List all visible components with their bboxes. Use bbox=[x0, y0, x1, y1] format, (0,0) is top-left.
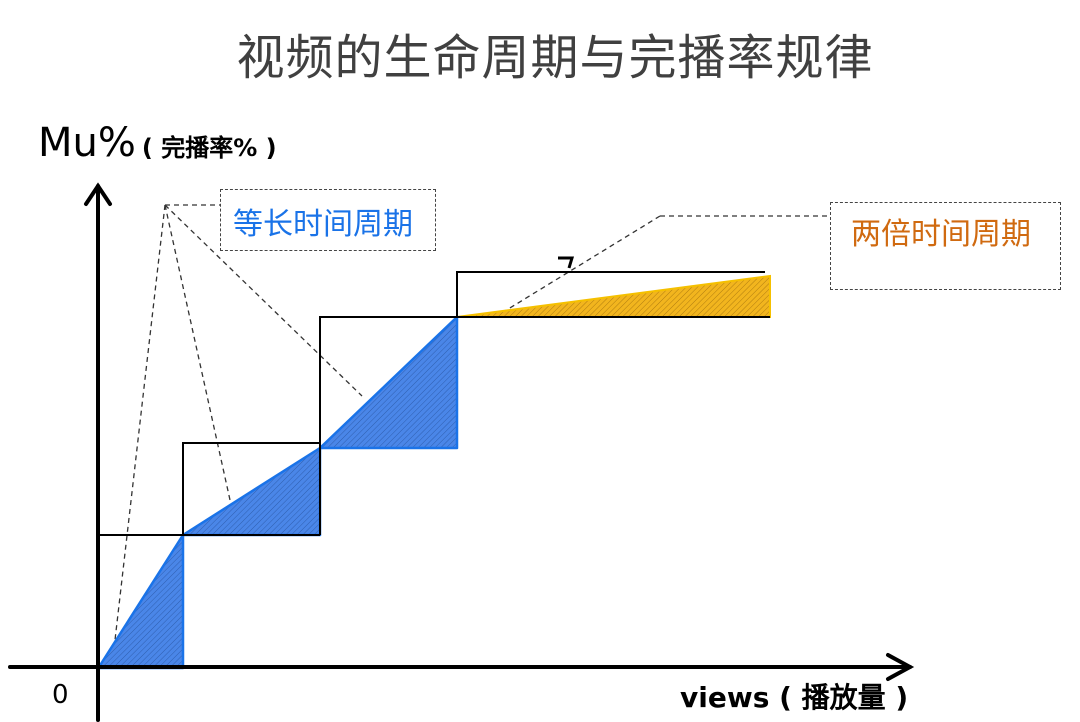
blue-growth-triangles bbox=[97, 315, 459, 670]
x-axis-label: views ( 播放量 ) bbox=[680, 681, 909, 714]
callout-equal-period: 等长时间周期 bbox=[220, 189, 436, 251]
triangle-period-3 bbox=[318, 315, 459, 450]
callout-leader-lines-orange bbox=[504, 215, 830, 312]
y-axis-label-sub: ( 完播率% ) bbox=[141, 134, 277, 162]
y-axis-label: Mu%( 完播率% ) bbox=[38, 120, 277, 166]
origin-label: 0 bbox=[52, 680, 69, 710]
axes bbox=[8, 182, 915, 722]
y-axis-label-main: Mu% bbox=[38, 120, 136, 166]
callout-double-period: 两倍时间周期 bbox=[830, 202, 1061, 290]
y-axis-arrow-icon bbox=[84, 182, 112, 206]
triangle-period-4-orange bbox=[456, 274, 771, 318]
x-axis-arrow-icon bbox=[886, 653, 915, 681]
callout-double-period-text: 两倍时间周期 bbox=[851, 217, 1031, 252]
corner-mark bbox=[558, 256, 575, 269]
page-title: 视频的生命周期与完播率规律 bbox=[236, 30, 874, 86]
triangle-period-1 bbox=[97, 533, 185, 670]
callout-equal-period-text: 等长时间周期 bbox=[233, 207, 413, 242]
triangle-period-2 bbox=[181, 446, 322, 537]
callout-leader-lines-blue bbox=[114, 204, 363, 641]
step-ceiling-lines bbox=[99, 271, 770, 536]
